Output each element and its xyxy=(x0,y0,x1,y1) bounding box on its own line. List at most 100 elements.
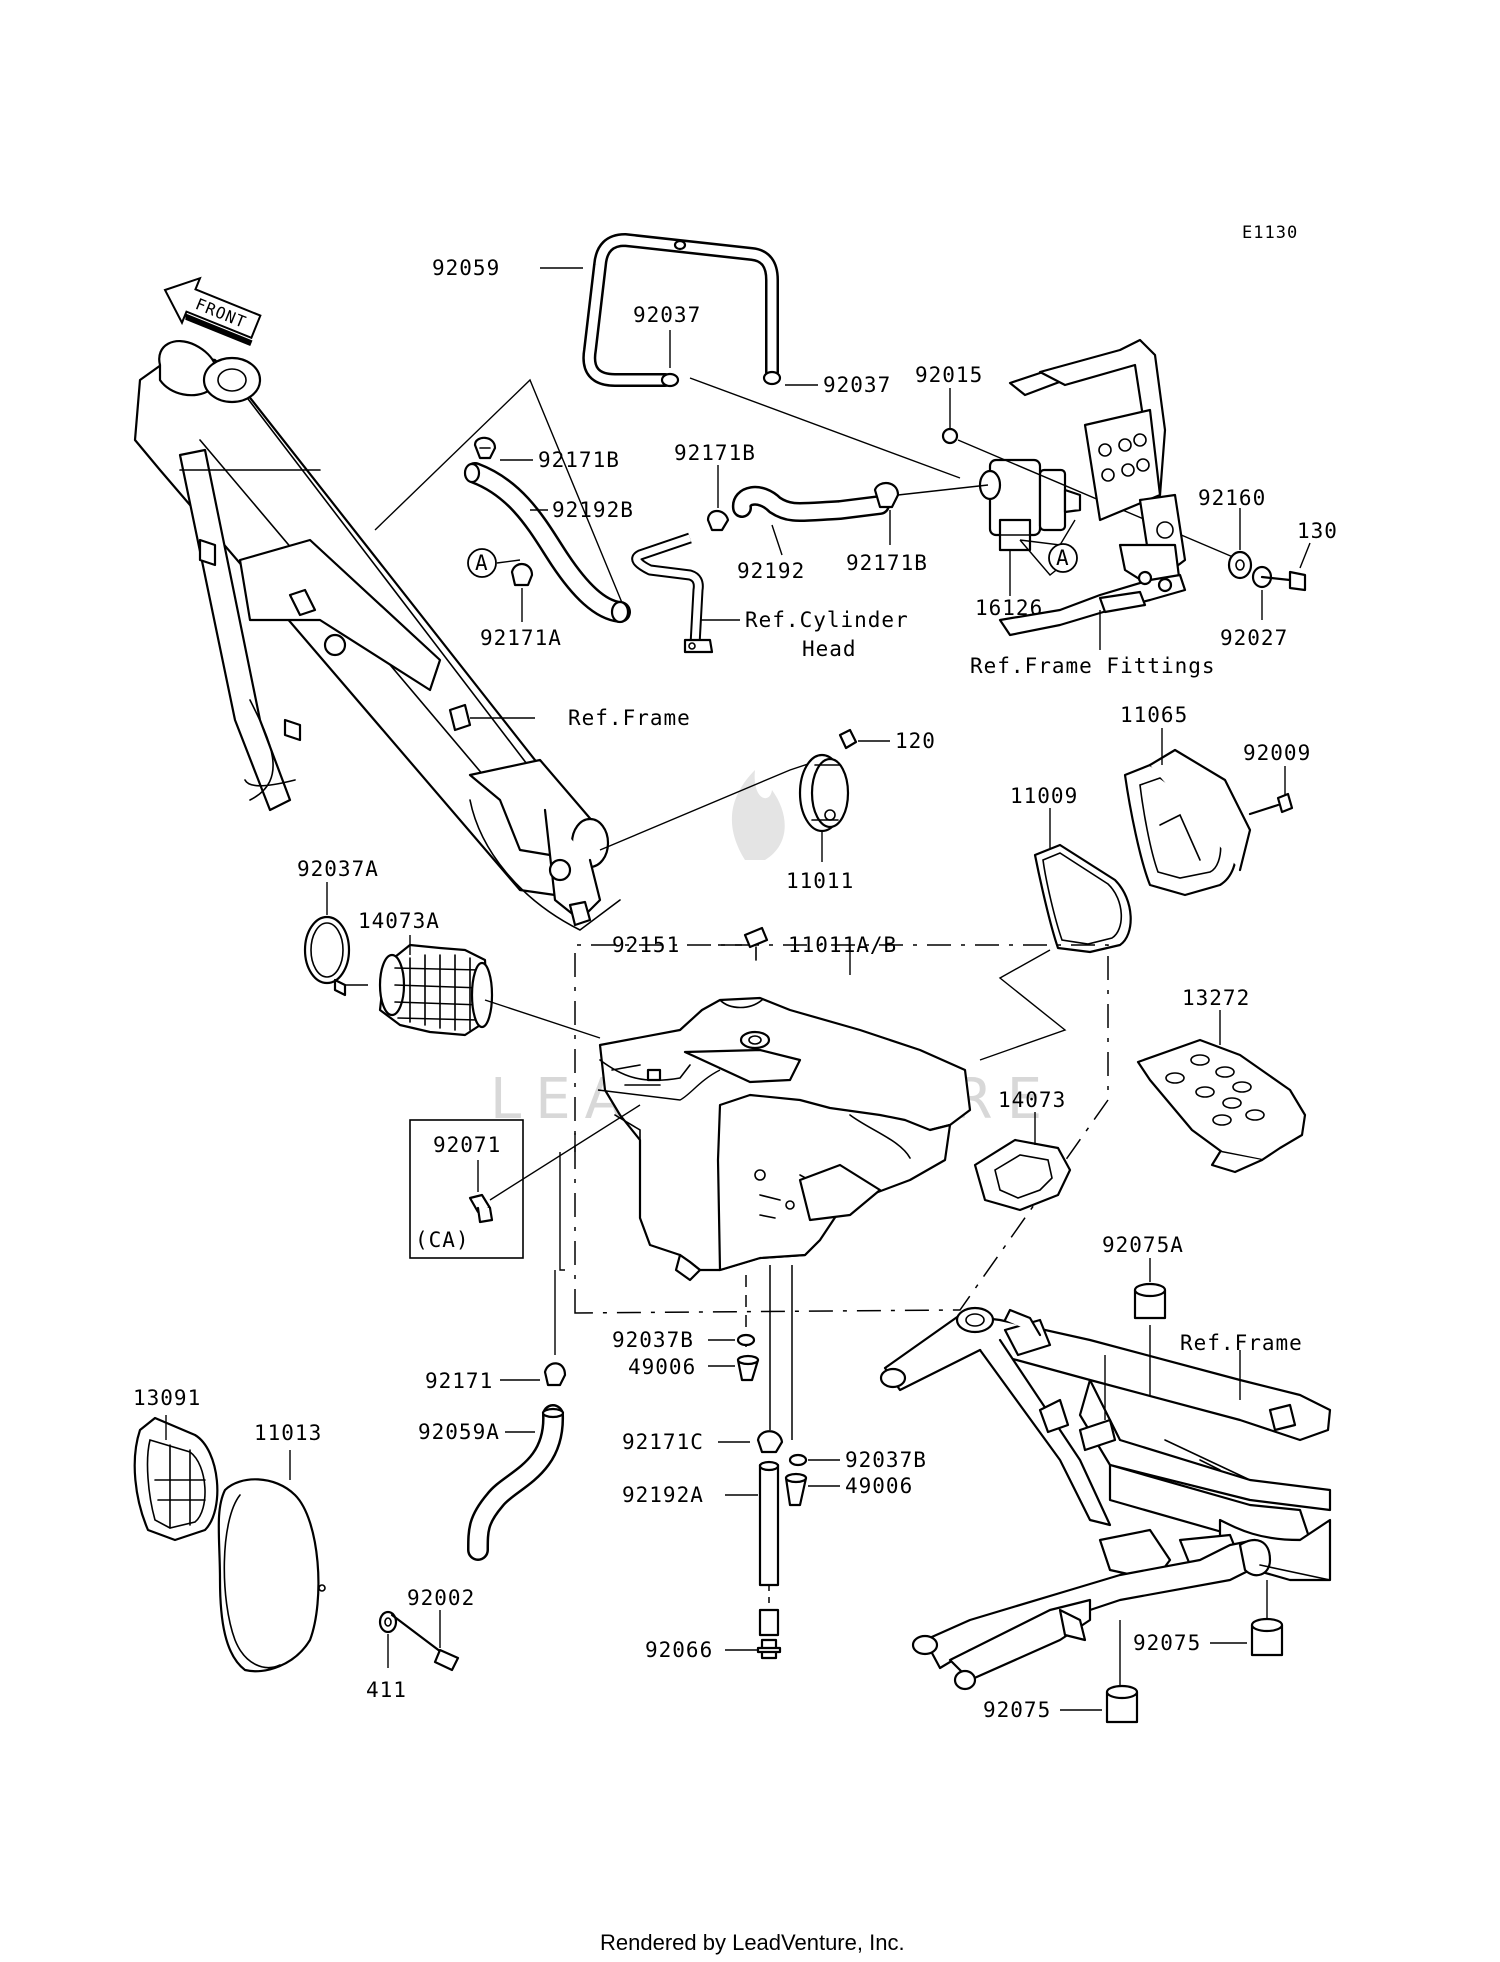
plate-13272 xyxy=(1136,1038,1307,1174)
clamp-92171 xyxy=(543,1362,567,1387)
callout-92192B: 92192B xyxy=(552,498,634,522)
ref-frame-label-top: Ref.Frame xyxy=(568,706,691,730)
bolt-130 xyxy=(1260,570,1307,592)
duct-14073A xyxy=(378,943,494,1037)
callout-92037B-upper: 92037B xyxy=(612,1328,694,1352)
callout-92160: 92160 xyxy=(1198,486,1266,510)
callout-92037-right: 92037 xyxy=(823,373,891,397)
marker-a-right: A xyxy=(1048,543,1078,573)
callout-130: 130 xyxy=(1297,519,1338,543)
hose-92192 xyxy=(732,485,890,523)
air-box-11011AB xyxy=(598,996,972,1282)
footer-credit: Rendered by LeadVenture, Inc. xyxy=(600,1930,905,1955)
clamp-92171A xyxy=(510,563,534,587)
callout-11011AB: 11011A/B xyxy=(788,933,897,957)
callout-11009: 11009 xyxy=(1010,784,1078,808)
washer-92160 xyxy=(1227,550,1253,580)
hose-92059A xyxy=(467,1404,565,1561)
screw-92009 xyxy=(1248,792,1294,816)
clamp-92171C xyxy=(756,1430,784,1454)
callout-411: 411 xyxy=(366,1678,407,1702)
frame-leader-b xyxy=(599,759,821,851)
clip-92037B-upper xyxy=(736,1333,756,1347)
breather-hose-92059 xyxy=(582,233,782,388)
frame-rear xyxy=(879,1306,1332,1691)
ref-frame-fittings: Ref.Frame Fittings xyxy=(970,654,1216,678)
callout-92037-left: 92037 xyxy=(633,303,701,327)
callout-11065: 11065 xyxy=(1120,703,1188,727)
callout-92037A: 92037A xyxy=(297,857,379,881)
ca-box xyxy=(409,1119,524,1259)
callout-92171B-right: 92171B xyxy=(846,551,928,575)
frame-leader-a xyxy=(374,378,626,611)
callout-11011: 11011 xyxy=(786,869,854,893)
plug-92066 xyxy=(756,1638,782,1660)
assembly-outline xyxy=(574,944,1109,1314)
ref-frame-label-bottom: Ref.Frame xyxy=(1180,1331,1303,1355)
callout-92151: 92151 xyxy=(612,933,680,957)
callout-14073A: 14073A xyxy=(358,909,440,933)
clamp-92171B-right xyxy=(873,482,900,509)
callout-92171C: 92171C xyxy=(622,1430,704,1454)
hose-92192B xyxy=(463,462,631,624)
callout-92009: 92009 xyxy=(1243,741,1311,765)
ref-cylinder-head-2: Head xyxy=(802,637,857,661)
clamp-92171B-mid xyxy=(706,509,730,532)
reed-valve-16126 xyxy=(978,458,1082,552)
diagram-code: E1130 xyxy=(1242,223,1298,243)
callout-120: 120 xyxy=(895,729,936,753)
callout-92075A: 92075A xyxy=(1102,1233,1184,1257)
screw-120 xyxy=(838,728,858,750)
cylinder-head-pipe xyxy=(631,532,714,654)
callout-92192A: 92192A xyxy=(622,1483,704,1507)
callout-92066: 92066 xyxy=(645,1638,713,1662)
collar-92075-right xyxy=(1250,1617,1284,1657)
callout-11013: 11013 xyxy=(254,1421,322,1445)
washer-411 xyxy=(378,1610,398,1634)
callout-92059A: 92059A xyxy=(418,1420,500,1444)
fitting-92071 xyxy=(468,1193,494,1224)
nut-92015 xyxy=(941,427,959,445)
filter-11013 xyxy=(217,1478,326,1673)
frame-fittings-bracket xyxy=(998,338,1187,637)
svg-text:A: A xyxy=(1056,546,1070,570)
tube-92192A xyxy=(758,1460,780,1637)
svg-text:A: A xyxy=(475,551,489,575)
callout-92075-right: 92075 xyxy=(1133,1631,1201,1655)
callout-13272: 13272 xyxy=(1182,986,1250,1010)
ref-cylinder-head-1: Ref.Cylinder xyxy=(745,608,909,632)
bolt-92151 xyxy=(743,926,769,961)
callout-49006-upper: 49006 xyxy=(628,1355,696,1379)
callout-13091: 13091 xyxy=(133,1386,201,1410)
callout-92002: 92002 xyxy=(407,1586,475,1610)
bolt-92002 xyxy=(390,1613,460,1672)
cap-49006-upper xyxy=(736,1354,760,1382)
callout-92071: 92071 xyxy=(433,1133,501,1157)
cover-11065 xyxy=(1123,748,1252,897)
callout-49006-lower: 49006 xyxy=(845,1474,913,1498)
collar-92075A xyxy=(1133,1282,1167,1320)
callout-92171: 92171 xyxy=(425,1369,493,1393)
clamp-92037A xyxy=(303,915,351,997)
callout-92027: 92027 xyxy=(1220,626,1288,650)
callout-14073: 14073 xyxy=(998,1088,1066,1112)
holder-13091 xyxy=(133,1416,219,1542)
callout-92171B-top: 92171B xyxy=(538,448,620,472)
seal-14073 xyxy=(973,1138,1072,1212)
clip-92037B-lower xyxy=(788,1453,808,1467)
cap-11011 xyxy=(798,753,850,833)
marker-a-left: A xyxy=(467,548,497,578)
callout-92015: 92015 xyxy=(915,363,983,387)
callout-92059: 92059 xyxy=(432,256,500,280)
callout-92075-lower: 92075 xyxy=(983,1698,1051,1722)
collar-92075-lower xyxy=(1105,1684,1139,1724)
callout-92171A: 92171A xyxy=(480,626,562,650)
gasket-11009 xyxy=(1033,843,1132,954)
cap-49006-lower xyxy=(784,1472,808,1507)
callout-92171B-mid: 92171B xyxy=(674,441,756,465)
front-arrow-icon: FRONT xyxy=(163,276,262,347)
ca-label: (CA) xyxy=(415,1228,470,1252)
callout-92192: 92192 xyxy=(737,559,805,583)
flame-logo-icon xyxy=(731,770,785,860)
